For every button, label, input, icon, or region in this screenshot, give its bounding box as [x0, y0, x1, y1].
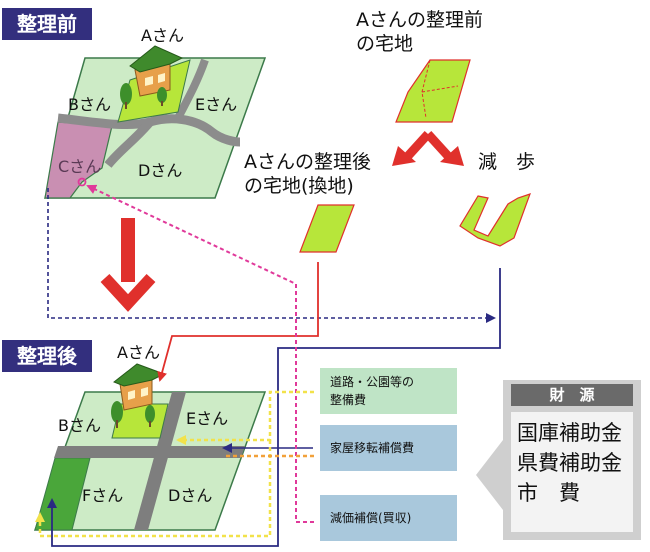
original-land-label: Aさんの整理前 の宅地 [356, 8, 483, 56]
before-badge: 整理前 [2, 8, 92, 40]
relocation-label: 家屋移転補償費 [330, 441, 415, 455]
transition-arrow-down [100, 218, 156, 312]
lot-a-before-label: Aさん [141, 26, 184, 45]
reduction-shape [459, 193, 531, 247]
road-before [57, 113, 241, 147]
lot-e-before-label: Eさん [195, 95, 238, 114]
after-map [33, 363, 267, 531]
lot-a-after-label: Aさん [117, 343, 160, 362]
reduction-label: 減 歩 [478, 151, 536, 173]
lot-d-before-label: Dさん [138, 161, 183, 180]
funding-panel: 財 源 国庫補助金 県費補助金 市 費 [503, 380, 641, 540]
funding-item-city: 市 費 [517, 481, 580, 505]
lot-e-after-label: Eさん [186, 409, 229, 428]
depreciation-cost-box: 減価補償(買収) [320, 495, 457, 541]
funding-list: 国庫補助金 県費補助金 市 費 [511, 412, 633, 532]
lot-b-before-label: Bさん [68, 95, 111, 114]
replot-lot-shape [299, 204, 355, 253]
lot-f-after-label: Fさん [82, 486, 124, 505]
funding-item-national: 国庫補助金 [517, 421, 622, 445]
navy-dotted-connector [47, 188, 496, 323]
depreciation-label: 減価補償(買収) [330, 511, 412, 525]
road-park-cost-box: 道路・公園等の 整備費 [320, 368, 457, 414]
relocation-cost-box: 家屋移転補償費 [320, 425, 457, 471]
funding-header: 財 源 [511, 384, 633, 406]
navy-solid-connector [47, 268, 501, 547]
funding-pointer [476, 440, 503, 510]
road-park-line-2: 整備費 [330, 393, 367, 407]
lot-d-after-label: Dさん [168, 486, 213, 505]
replot-land-line-2: の宅地(換地) [244, 175, 354, 197]
replot-land-line-1: Aさんの整理後 [244, 151, 371, 173]
after-badge: 整理後 [2, 340, 92, 372]
red-replot-connector [157, 262, 319, 382]
split-arrows [392, 130, 464, 166]
lot-c-before-label: Cさん [58, 157, 102, 176]
pink-dotted-connector [86, 184, 314, 523]
yellow-dotted-connector-1 [176, 390, 314, 445]
original-land-line-2: の宅地 [356, 33, 414, 55]
replot-land-label: Aさんの整理後 の宅地(換地) [244, 150, 371, 198]
road-after-vertical [134, 392, 186, 530]
road-after-horizontal [54, 446, 245, 458]
original-lot-shape [395, 59, 471, 123]
lot-b-after-label: Bさん [58, 416, 101, 435]
road-park-line-1: 道路・公園等の [330, 375, 415, 389]
original-land-line-1: Aさんの整理前 [356, 9, 483, 31]
funding-item-prefecture: 県費補助金 [517, 451, 622, 475]
before-map [44, 45, 267, 199]
yellow-dotted-connector-2 [35, 440, 272, 538]
